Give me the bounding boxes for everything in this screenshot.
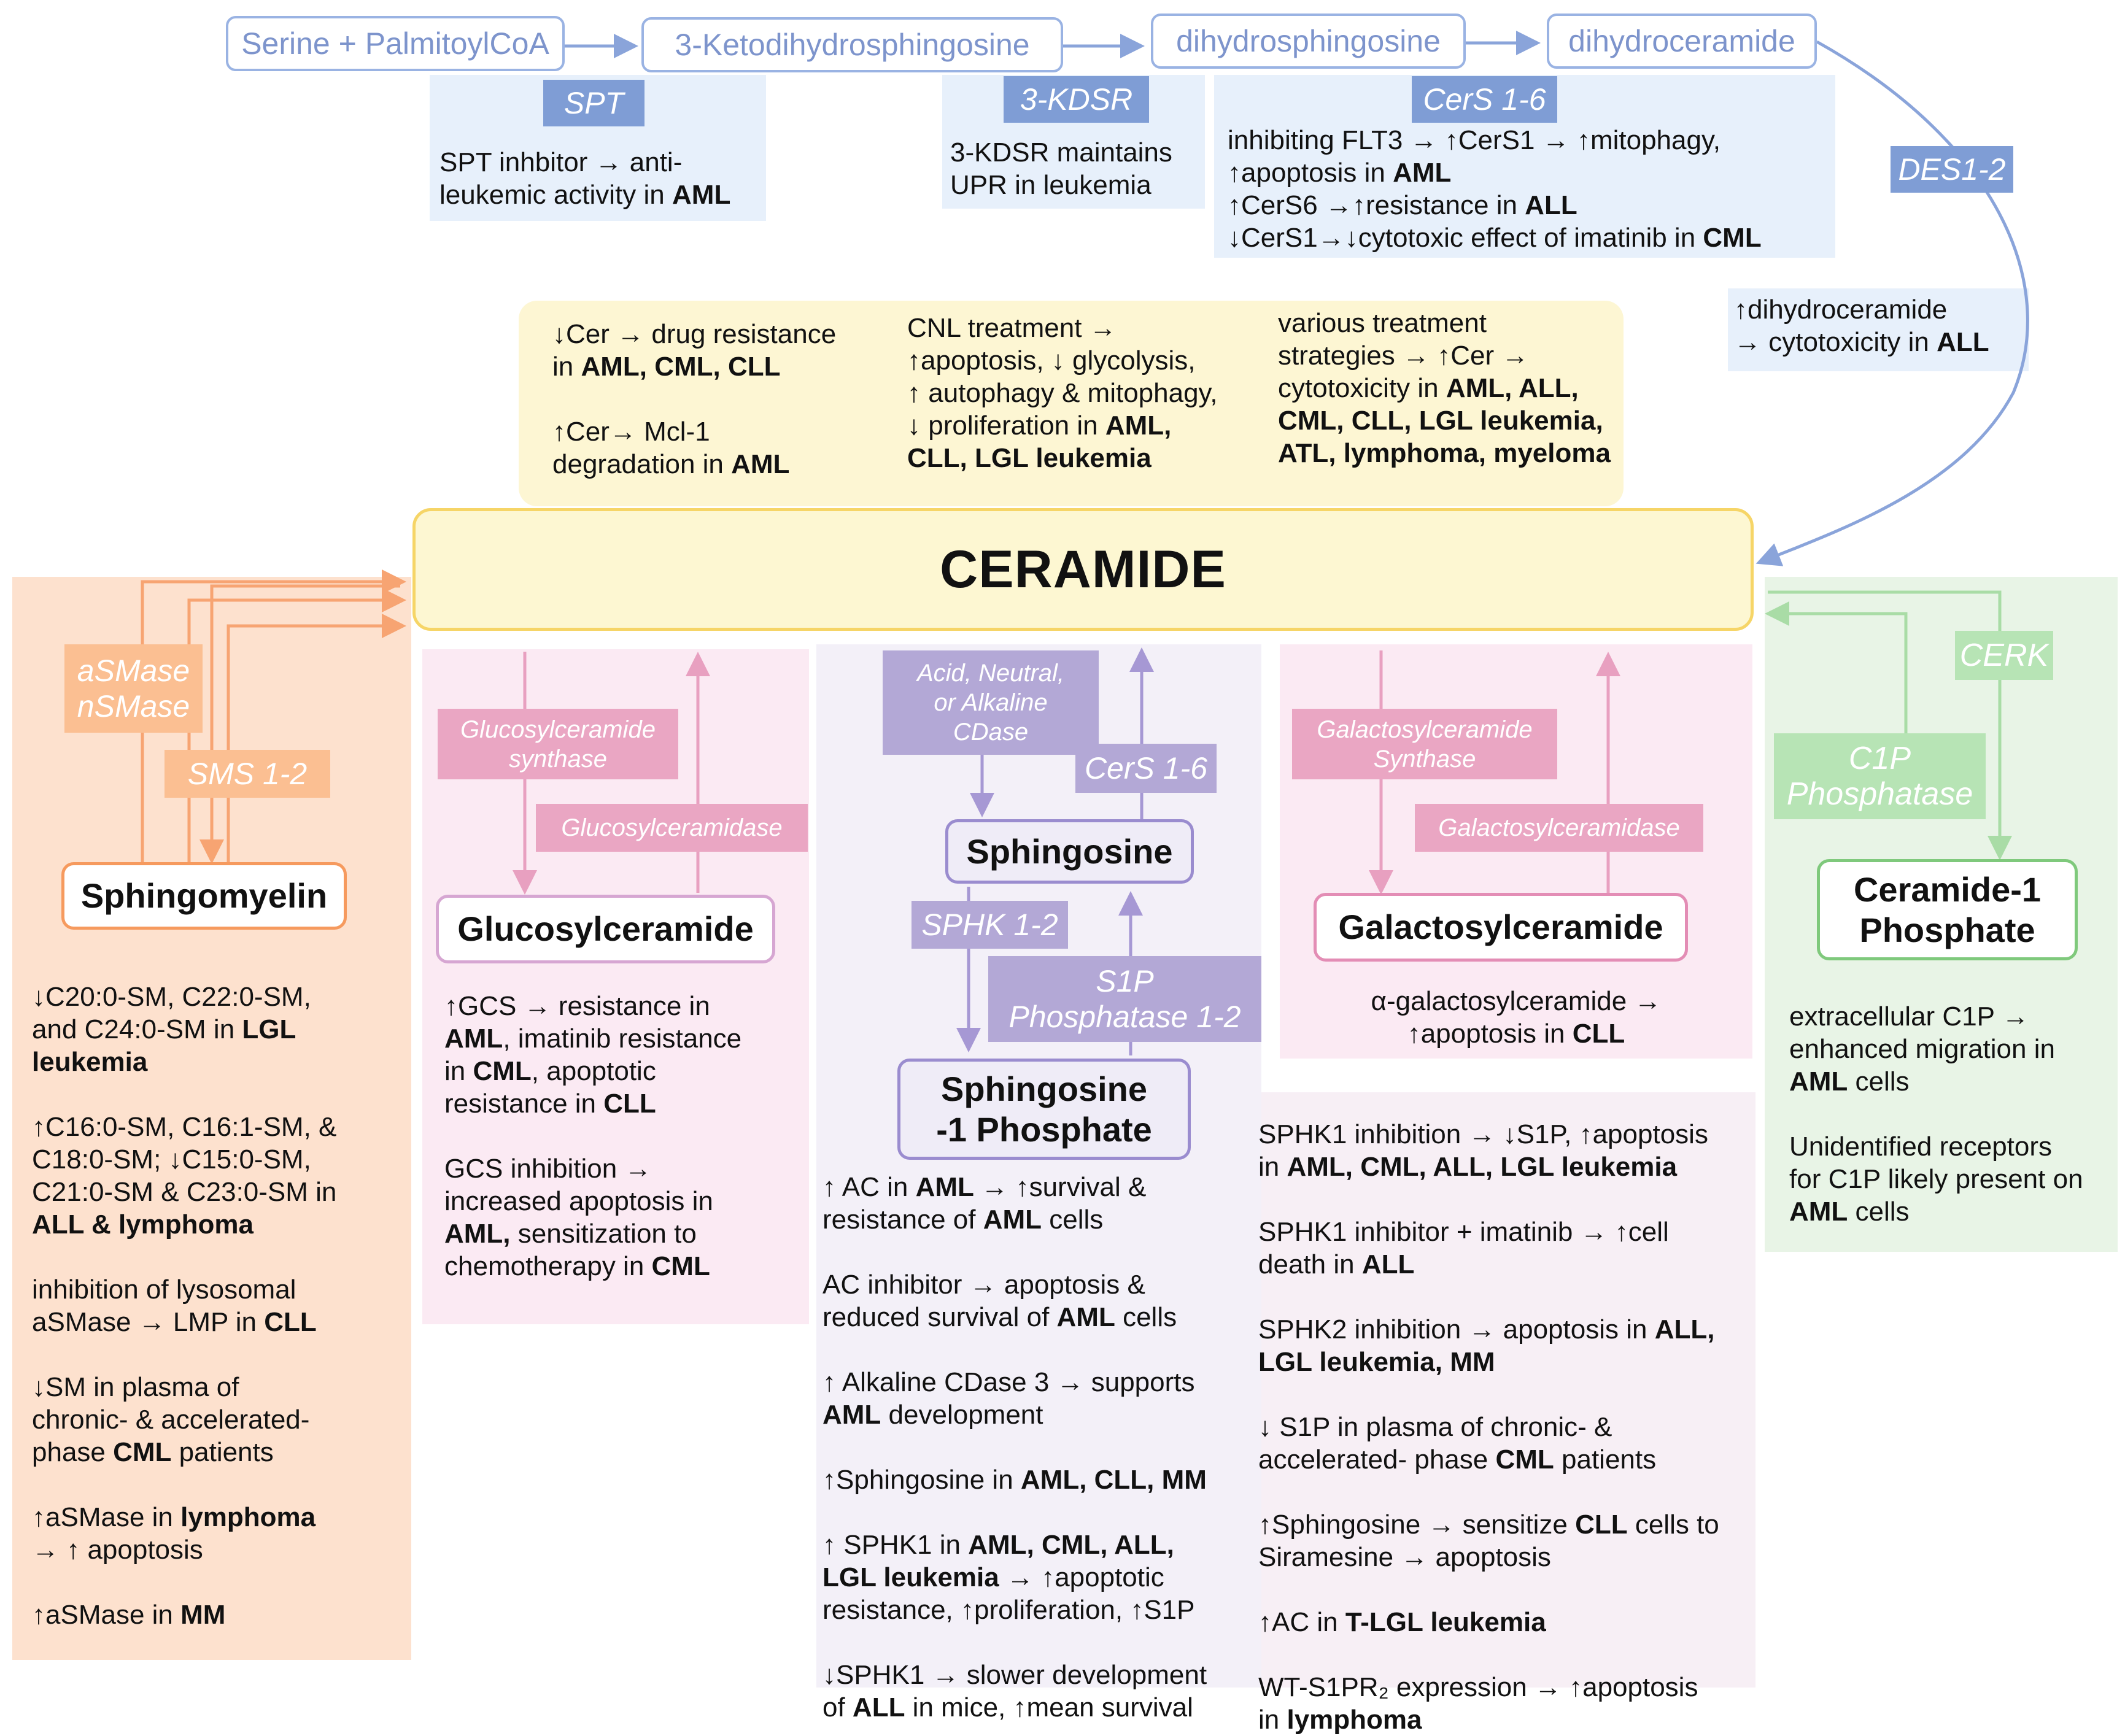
arrow-sm-to-cer-1 <box>141 569 406 862</box>
arrow-c1p-to-cer <box>1765 601 1908 736</box>
enzyme-glucosylceramidase: Glucosylceramidase <box>536 804 808 852</box>
node-ceramide: CERAMIDE <box>412 508 1754 631</box>
note-item: ↑aSMase in MM <box>32 1600 226 1630</box>
s1p-right-panel <box>1261 1092 1755 1688</box>
des-note-panel <box>1728 288 2029 371</box>
arrow-dihydrocer-to-ceramide <box>1755 40 2029 566</box>
note-cers-top: inhibiting FLT3 → ↑CerS1 → ↑mitophagy,↑a… <box>1228 125 1762 253</box>
enzyme-galactosylceramidase: Galactosylceramidase <box>1415 804 1703 852</box>
note-item: ↓ S1P in plasma of chronic- &accelerated… <box>1258 1412 1657 1475</box>
note-item: ↑AC in T-LGL leukemia <box>1258 1607 1546 1637</box>
enzyme-des1-2: DES1-2 <box>1891 146 2013 193</box>
note-item: ↑ AC in AML → ↑survival &resistance of A… <box>823 1172 1147 1235</box>
enzyme-spt: SPT <box>543 80 644 126</box>
note-item: ↑aSMase in lymphoma→ ↑ apoptosis <box>32 1502 316 1565</box>
note-item: AC inhibitor → apoptosis &reduced surviv… <box>823 1270 1177 1332</box>
node-glucosylceramide: Glucosylceramide <box>436 895 775 963</box>
node-dihydroceramide: dihydroceramide <box>1547 14 1817 69</box>
enzyme-sms-1-2: SMS 1-2 <box>165 750 330 798</box>
enzyme-cerk: CERK <box>1955 631 2053 680</box>
note-c1p: extracellular C1P →enhanced migration in… <box>1789 1000 2108 1228</box>
note-item: ↑ SPHK1 in AML, CML, ALL,LGL leukemia → … <box>823 1530 1195 1625</box>
arrow-cer-to-c1p <box>1768 590 2012 860</box>
node-galactosylceramide: Galactosylceramide <box>1314 893 1688 962</box>
note-galactosylceramide: α-galactosylceramide →↑apoptosis in CLL <box>1371 986 1662 1049</box>
ceramide-notes-panel <box>519 301 1624 506</box>
note-item: CNL treatment →↑apoptosis, ↓ glycolysis,… <box>907 313 1218 473</box>
note-des: ↑dihydroceramide→ cytotoxicity in ALL <box>1734 295 1989 357</box>
node-sphingosine-1-phosphate: Sphingosine-1 Phosphate <box>897 1059 1191 1160</box>
node-serine-palmitoylcoa: Serine + PalmitoylCoA <box>226 16 565 71</box>
node-sphingosine: Sphingosine <box>945 819 1194 884</box>
enzyme-sphk-1-2: SPHK 1-2 <box>912 901 1068 949</box>
enzyme-3-kdsr: 3-KDSR <box>1004 76 1149 123</box>
node-sphingomyelin: Sphingomyelin <box>61 862 347 930</box>
node-3-ketodihydrosphingosine: 3-Ketodihydrosphingosine <box>641 17 1063 72</box>
arrow-sm-to-cer-2 <box>187 588 406 862</box>
enzyme-cers-top: CerS 1-6 <box>1412 76 1557 123</box>
note-ceramide-col2: CNL treatment →↑apoptosis, ↓ glycolysis,… <box>907 312 1251 474</box>
node-dihydrosphingosine: dihydrosphingosine <box>1151 14 1466 69</box>
arrow-sm-to-cer-3 <box>226 614 406 862</box>
note-item: ↑Sphingosine in AML, CLL, MM <box>823 1465 1207 1495</box>
sphingosine-panel <box>816 644 1261 1688</box>
note-s1p-left: ↑ AC in AML → ↑survival &resistance of A… <box>823 1171 1264 1724</box>
note-item: SPHK2 inhibition → apoptosis in ALL,LGL … <box>1258 1314 1715 1377</box>
note-item: ↑C16:0-SM, C16:1-SM, &C18:0-SM; ↓C15:0-S… <box>32 1112 337 1240</box>
enzyme-cers-mid: CerS 1-6 <box>1075 744 1217 793</box>
note-spt: SPT inhbitor → anti-leukemic activity in… <box>439 147 731 210</box>
note-item: extracellular C1P →enhanced migration in… <box>1789 1001 2055 1097</box>
